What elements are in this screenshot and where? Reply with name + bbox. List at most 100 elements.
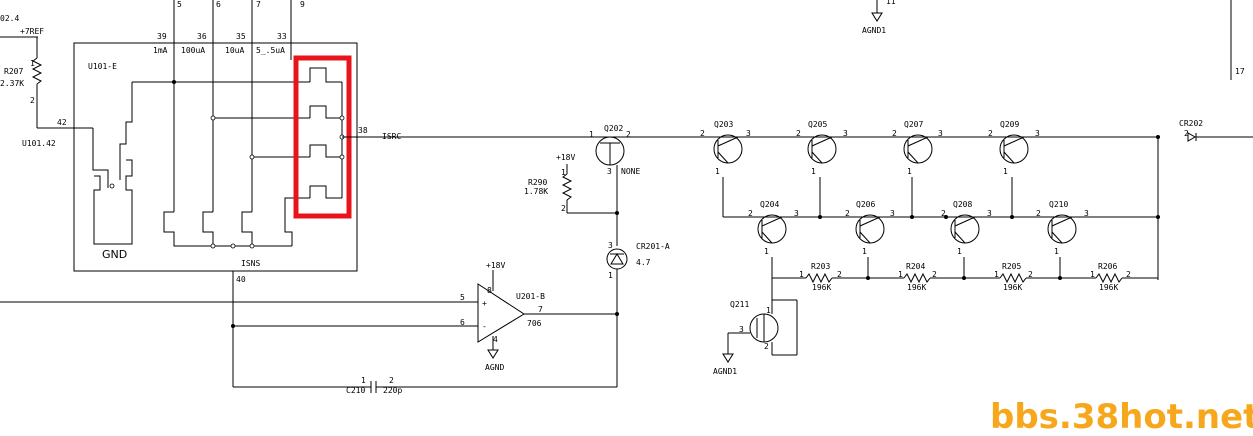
r205-name: R205	[1002, 262, 1021, 271]
agnd1-top-label: AGND1	[862, 26, 886, 35]
pin38-label: 38	[358, 126, 368, 135]
cr201-body	[606, 248, 628, 270]
q211-pin1: 1	[766, 306, 771, 315]
q205-name: Q205	[808, 120, 827, 129]
q202-none: NONE	[621, 167, 640, 176]
pin42-label: 42	[57, 118, 67, 127]
q204-pin1: 1	[764, 247, 769, 256]
r203-pin2: 2	[837, 270, 842, 279]
pin-39: 39	[157, 32, 167, 41]
q209-pin2: 2	[988, 129, 993, 138]
q204-emitter	[761, 231, 773, 244]
u101-42-label: U101.42	[22, 139, 56, 148]
r205-pin2: 2	[1028, 270, 1033, 279]
c210-pin2: 2	[389, 376, 394, 385]
agnd1-label: AGND1	[713, 367, 737, 376]
q208-pin1: 1	[957, 247, 962, 256]
r205-value: 196K	[1003, 283, 1022, 292]
r205-pin1: 1	[994, 270, 999, 279]
u201-name: U201-B	[516, 292, 545, 301]
q209-pin1: 1	[1003, 167, 1008, 176]
u201-section: 40 + - +18V 8 5 6 7 4 U201-B 706 AGND C2…	[0, 261, 617, 395]
left-mirror-a	[92, 128, 109, 188]
u201-pin4: 4	[493, 335, 498, 344]
q207-collector	[907, 136, 929, 147]
pin-35: 35	[236, 32, 246, 41]
current-1ma: 1mA	[153, 46, 168, 55]
left-stepped-device	[119, 82, 133, 180]
bottom-device-4	[284, 197, 293, 246]
r204-pin2: 2	[932, 270, 937, 279]
top-pin-9: 9	[300, 0, 305, 9]
r203-name: R203	[811, 262, 830, 271]
q208-pin3: 3	[987, 209, 992, 218]
r290-pin2: 2	[561, 204, 566, 213]
node-q207	[910, 215, 914, 219]
ref-02-4-label: 02.4	[0, 14, 19, 23]
q207-emitter	[907, 151, 919, 164]
switch-3	[309, 144, 342, 158]
cr201-name: CR201-A	[636, 242, 670, 251]
node-tap2	[210, 115, 216, 121]
r207-value: 2.37K	[0, 79, 24, 88]
current-100ua: 100uA	[181, 46, 205, 55]
switch-1	[309, 67, 342, 83]
node-bottom-c	[249, 243, 255, 249]
isrc-q202-section: 38 ISRC Q202 1 2 3 NONE +18V R290 1.78K …	[342, 124, 1158, 387]
q208-name: Q208	[953, 200, 972, 209]
u201-plus: +	[482, 299, 487, 308]
agnd1-symbol	[722, 353, 734, 363]
node-isns	[231, 324, 235, 328]
node-r205-r206	[1058, 276, 1062, 280]
cr202-name: CR202	[1179, 119, 1203, 128]
q205-pin2: 2	[796, 129, 801, 138]
r290-pin1: 1	[561, 168, 566, 177]
r290-resistor	[561, 173, 573, 201]
q203-emitter	[717, 151, 729, 164]
node-sw2	[339, 115, 345, 121]
top-pin-6: 6	[216, 0, 221, 9]
q206-pin1: 1	[862, 247, 867, 256]
transistor-array: Q203 2 3 1 Q205 2 3 1 Q207 2 3 1	[700, 120, 1158, 376]
r207-name: R207	[4, 67, 23, 76]
u101-e-block: U101-E 5 6 7 9 39 36 35 33 1mA 100uA 10u…	[73, 0, 358, 272]
q207-name: Q207	[904, 120, 923, 129]
current-10ua: 10uA	[225, 46, 244, 55]
u201-type: 706	[527, 319, 542, 328]
q202-name: Q202	[604, 124, 623, 133]
u101-e-outline	[73, 42, 358, 272]
q205-emitter	[811, 151, 823, 164]
r206-pin2: 2	[1126, 270, 1131, 279]
r206-pin1: 1	[1090, 270, 1095, 279]
node-bottom-a	[210, 243, 216, 249]
node-q205	[818, 215, 822, 219]
node-tap3	[249, 154, 255, 160]
q206-pin2: 2	[845, 209, 850, 218]
u201-minus: -	[482, 322, 487, 331]
plus7ref-label: +7REF	[20, 27, 44, 36]
q203: Q203 2 3 1	[700, 120, 751, 176]
node-bottom-b	[230, 243, 236, 249]
r206-name: R206	[1098, 262, 1117, 271]
q205-pin1: 1	[811, 167, 816, 176]
q207-pin2: 2	[892, 129, 897, 138]
q209-pin3: 3	[1035, 129, 1040, 138]
node-right-top	[1156, 135, 1160, 139]
switch-4	[309, 185, 342, 199]
q204-pin3: 3	[794, 209, 799, 218]
node-q208-col	[944, 215, 948, 219]
node-r290	[615, 211, 619, 215]
agnd-label: AGND	[485, 363, 504, 372]
r204-value: 196K	[907, 283, 926, 292]
q203-name: Q203	[714, 120, 733, 129]
right-pin-17: 17	[1235, 67, 1245, 76]
r207-section: 02.4 +7REF R207 2.37K 1 2 42 U101.42	[0, 14, 93, 148]
q210-emitter	[1051, 231, 1063, 244]
u201-pin6: 6	[460, 318, 465, 327]
q206-collector	[859, 216, 881, 227]
q207: Q207 2 3 1	[892, 120, 943, 176]
node-r204-r205	[962, 276, 966, 280]
q204-name: Q204	[760, 200, 779, 209]
c210-pin1: 1	[361, 376, 366, 385]
